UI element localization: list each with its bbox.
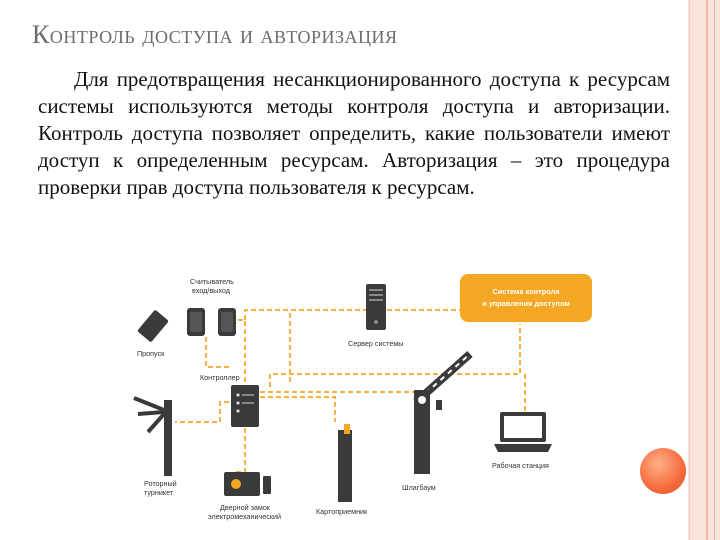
barrier-icon	[413, 351, 473, 474]
right-border-line	[706, 0, 708, 540]
lock-label-line1: Дверной замок	[220, 503, 271, 512]
turnstile-icon	[133, 396, 172, 476]
slide-paragraph: Для предотвращения несанкционированного …	[38, 67, 670, 199]
turnstile-label-line2: турникет	[144, 488, 174, 497]
reader-label-line2: вход/выход	[192, 286, 231, 295]
reader-label-line1: Считыватель	[190, 277, 234, 286]
card-collector-icon	[338, 424, 352, 502]
card-collector-label: Картоприемник	[316, 507, 368, 516]
acs-label-line2: и управления доступом	[482, 299, 570, 308]
controller-label: Контроллер	[200, 373, 240, 382]
turnstile-label-line1: Роторный	[144, 479, 177, 488]
right-border-band	[688, 0, 720, 540]
controller-icon	[231, 385, 259, 427]
door-lock-icon	[224, 472, 271, 496]
right-border-line	[714, 0, 715, 540]
workstation-label: Рабочая станция	[492, 461, 549, 470]
workstation-icon	[494, 412, 552, 452]
decorative-circle	[640, 448, 686, 494]
server-icon	[366, 284, 386, 330]
acs-system-box: Система контроля и управления доступом	[460, 274, 592, 322]
barrier-label: Шлагбаум	[402, 483, 436, 492]
right-border-line	[689, 0, 690, 540]
acs-label-line1: Система контроля	[492, 287, 559, 296]
lock-label-line2: электромеханический	[208, 512, 281, 521]
card-icon	[137, 310, 169, 342]
slide-title: Контроль доступа и авторизация	[32, 20, 398, 49]
card-label: Пропуск	[137, 349, 165, 358]
access-control-diagram: Система контроля и управления доступом П…	[133, 274, 592, 521]
card-reader-icon	[187, 308, 236, 336]
server-label: Сервер системы	[348, 339, 403, 348]
